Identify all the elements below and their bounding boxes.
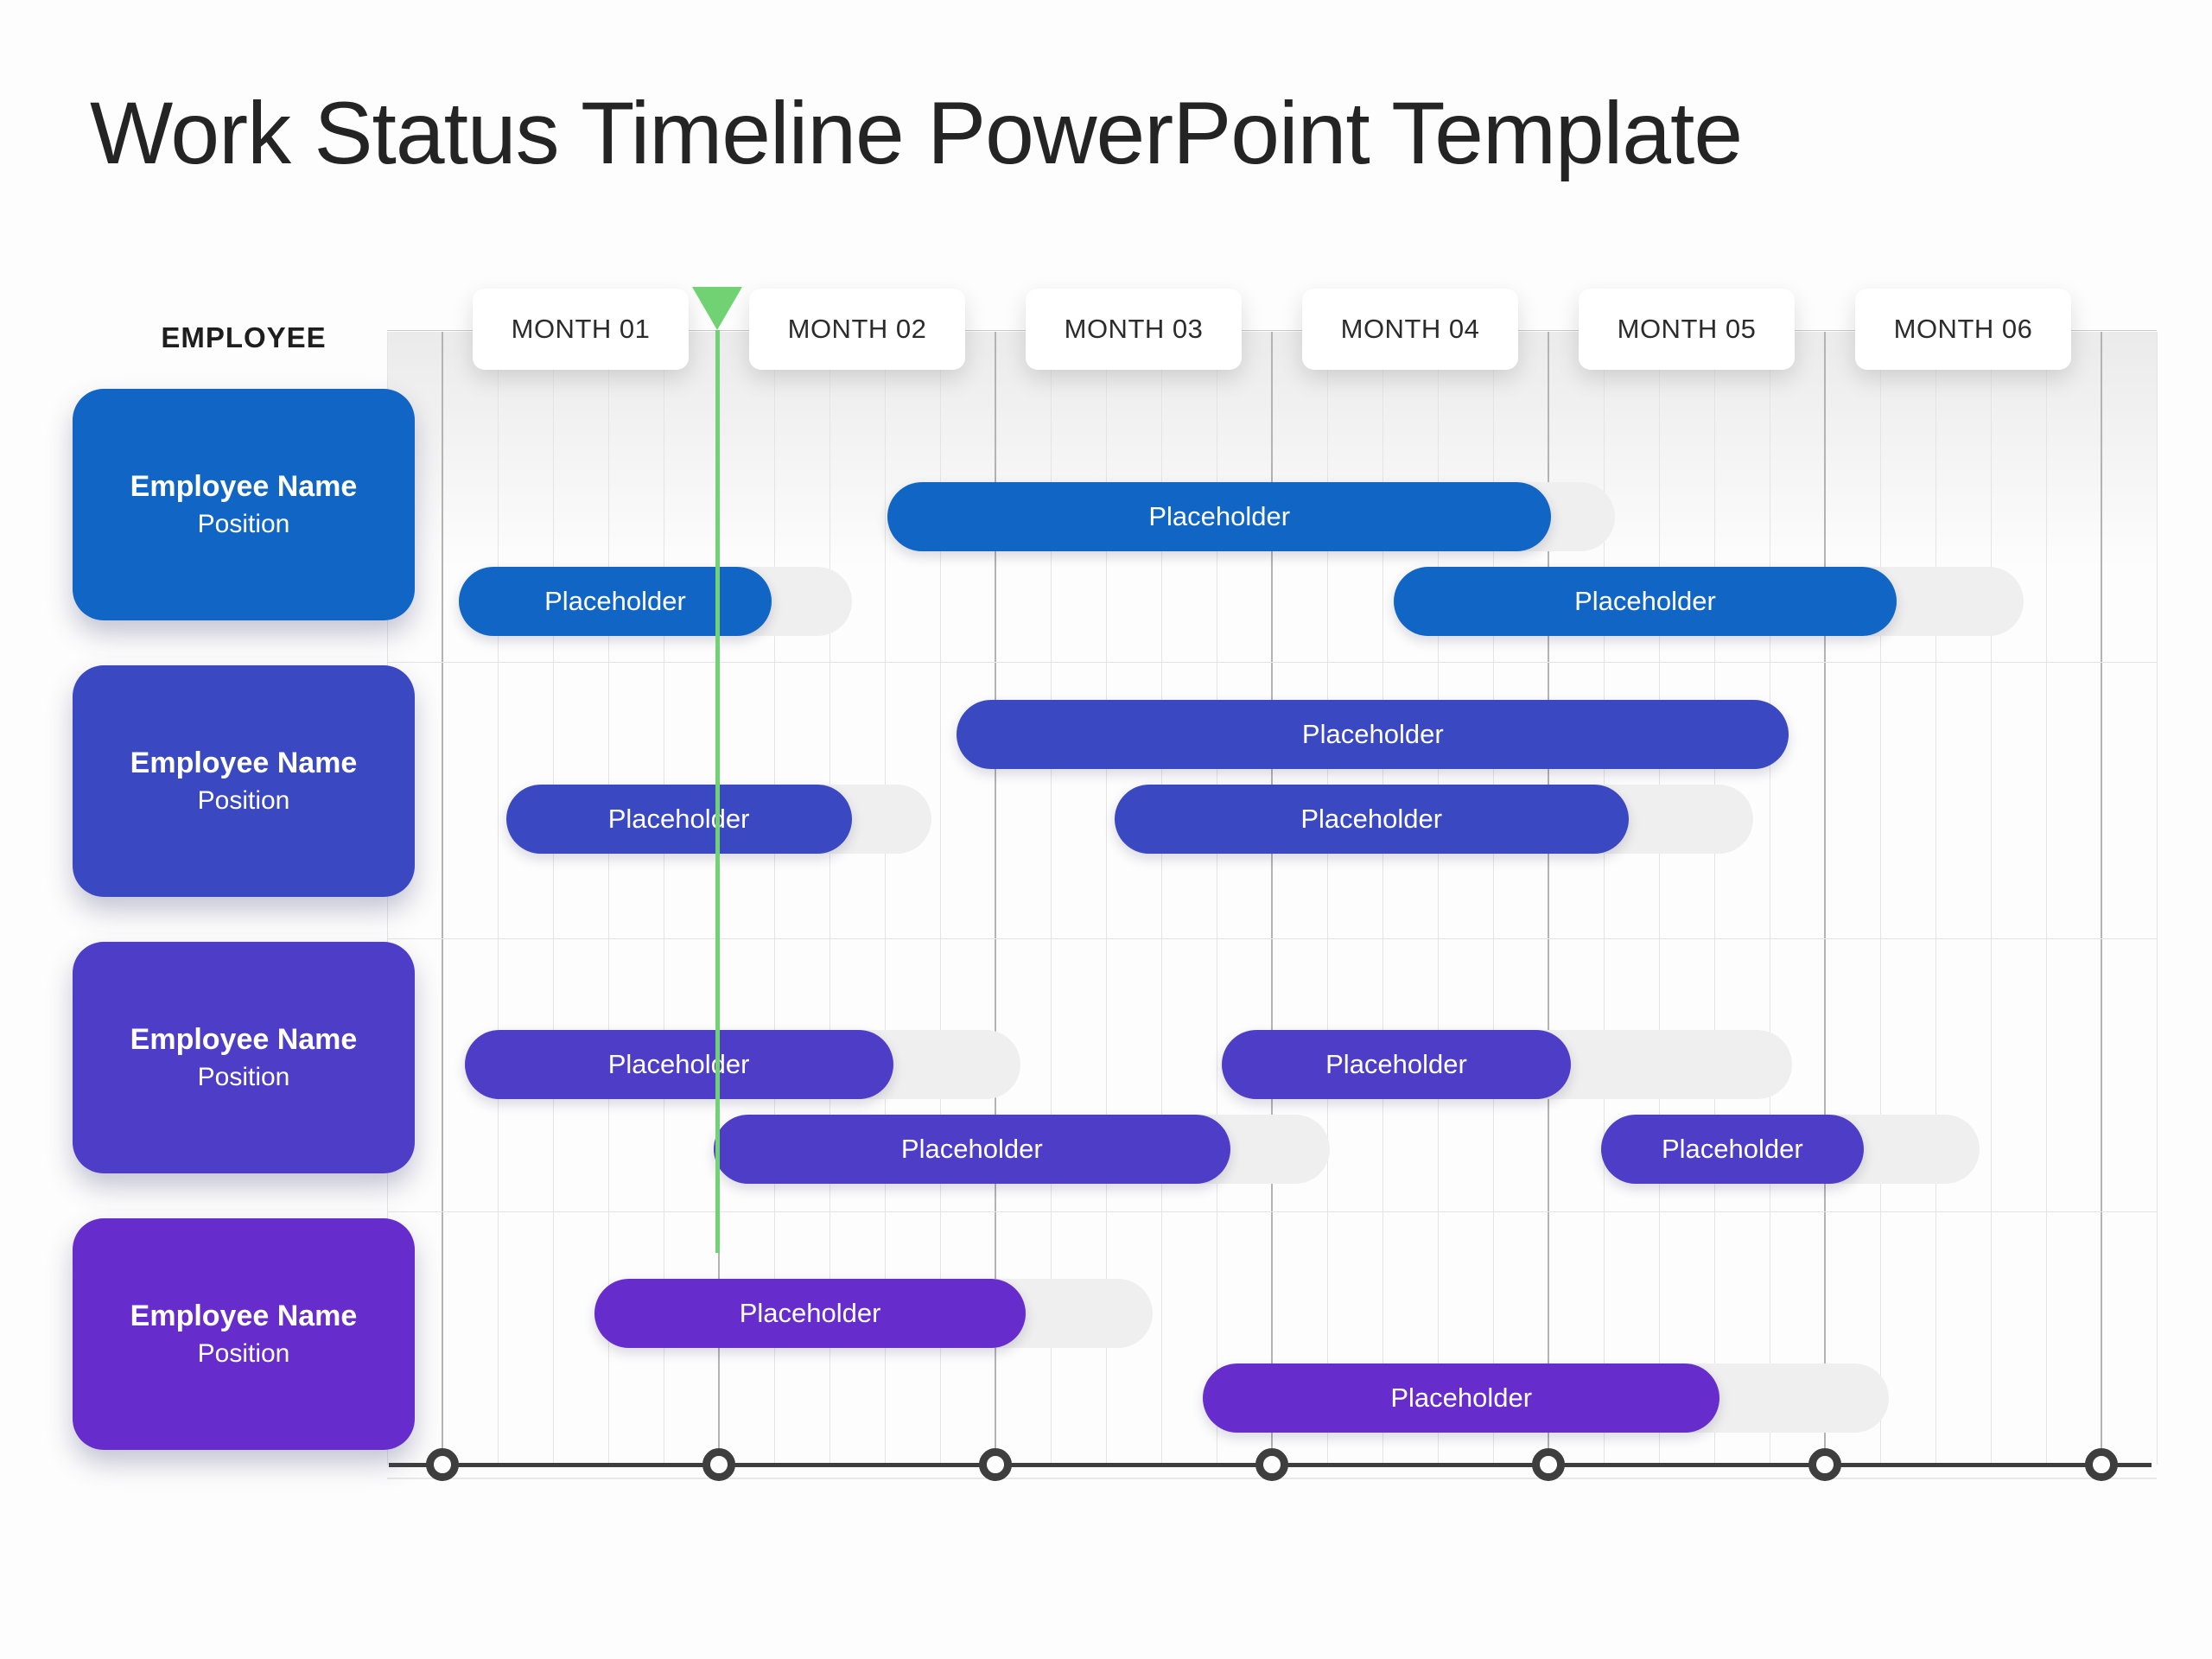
minor-gridline	[1659, 332, 1660, 1465]
task-bar-label: Placeholder	[739, 1298, 881, 1328]
minor-gridline	[1327, 332, 1328, 1465]
employee-position: Position	[197, 509, 290, 538]
minor-gridline	[774, 332, 775, 1465]
task-bar-label: Placeholder	[1325, 1049, 1467, 1079]
minor-gridline	[1161, 332, 1162, 1465]
month-boundary-gridline	[442, 332, 443, 1465]
minor-gridline	[1382, 332, 1383, 1465]
month-header-card: MONTH 06	[1855, 289, 2071, 370]
axis-month-dot	[1532, 1448, 1565, 1481]
minor-gridline	[387, 332, 388, 1465]
employee-name: Employee Name	[130, 746, 358, 779]
task-bar: Placeholder	[1203, 1363, 1720, 1433]
minor-gridline	[940, 332, 941, 1465]
employee-position: Position	[197, 1062, 290, 1091]
task-bar-label: Placeholder	[1300, 804, 1443, 834]
employee-name: Employee Name	[130, 1022, 358, 1056]
task-bar: Placeholder	[505, 785, 852, 854]
task-bar: Placeholder	[1222, 1030, 1571, 1099]
month-header-card: MONTH 04	[1302, 289, 1518, 370]
minor-gridline	[1991, 332, 1992, 1465]
row-divider-line	[387, 1211, 2157, 1212]
current-date-marker-line	[715, 330, 720, 1253]
minor-gridline	[553, 332, 554, 1465]
month-header-card: MONTH 01	[473, 289, 689, 370]
month-header-label: MONTH 05	[1617, 314, 1757, 344]
task-bar-label: Placeholder	[1661, 1134, 1803, 1164]
employee-column-header: EMPLOYEE	[161, 321, 327, 353]
row-divider-line	[387, 662, 2157, 663]
month-header-card: MONTH 05	[1579, 289, 1795, 370]
minor-gridline	[608, 332, 609, 1465]
month-boundary-gridline	[2101, 332, 2102, 1465]
task-bar: Placeholder	[459, 567, 772, 636]
minor-gridline	[1880, 332, 1881, 1465]
task-bar: Placeholder	[713, 1115, 1230, 1184]
task-bar-label: Placeholder	[607, 1049, 750, 1079]
task-bar-label: Placeholder	[1574, 586, 1716, 616]
row-divider-line	[387, 938, 2157, 939]
month-header-label: MONTH 01	[511, 314, 651, 344]
month-header-label: MONTH 02	[787, 314, 927, 344]
task-bar: Placeholder	[594, 1279, 1027, 1348]
axis-month-dot	[426, 1448, 459, 1481]
month-header-card: MONTH 03	[1026, 289, 1242, 370]
axis-month-dot	[979, 1448, 1012, 1481]
employee-position: Position	[197, 1338, 290, 1368]
axis-month-dot	[2085, 1448, 2118, 1481]
minor-gridline	[885, 332, 886, 1465]
month-header-label: MONTH 06	[1893, 314, 2033, 344]
employee-name: Employee Name	[130, 1299, 358, 1332]
month-header-label: MONTH 04	[1340, 314, 1480, 344]
header-rule-line	[387, 330, 2157, 331]
minor-gridline	[1051, 332, 1052, 1465]
month-header-label: MONTH 03	[1064, 314, 1204, 344]
current-date-marker-triangle	[692, 287, 742, 330]
task-bar: Placeholder	[1393, 567, 1897, 636]
task-bar-label: Placeholder	[1301, 719, 1444, 749]
month-boundary-gridline	[995, 332, 996, 1465]
month-boundary-gridline	[1824, 332, 1826, 1465]
month-boundary-gridline	[1271, 332, 1273, 1465]
minor-gridline	[1438, 332, 1439, 1465]
minor-gridline	[2157, 332, 2158, 1465]
task-bar-label: Placeholder	[544, 586, 686, 616]
task-bar: Placeholder	[887, 482, 1552, 551]
axis-month-dot	[1255, 1448, 1288, 1481]
page-title: Work Status Timeline PowerPoint Template	[90, 84, 1743, 182]
axis-month-dot	[702, 1448, 735, 1481]
task-bar: Placeholder	[464, 1030, 893, 1099]
axis-month-dot	[1808, 1448, 1841, 1481]
task-bar: Placeholder	[957, 700, 1789, 769]
task-bar-label: Placeholder	[1390, 1382, 1533, 1413]
minor-gridline	[2046, 332, 2047, 1465]
minor-gridline	[1106, 332, 1107, 1465]
task-bar-label: Placeholder	[607, 804, 750, 834]
minor-gridline	[1604, 332, 1605, 1465]
task-bar: Placeholder	[1114, 785, 1629, 854]
task-bar: Placeholder	[1600, 1115, 1864, 1184]
minor-gridline	[498, 332, 499, 1465]
minor-gridline	[1714, 332, 1715, 1465]
task-bar-label: Placeholder	[1148, 501, 1291, 531]
task-bar-label: Placeholder	[900, 1134, 1043, 1164]
employee-name: Employee Name	[130, 469, 358, 503]
minor-gridline	[1493, 332, 1494, 1465]
month-boundary-gridline	[1548, 332, 1549, 1465]
employee-position: Position	[197, 785, 290, 815]
month-header-card: MONTH 02	[749, 289, 965, 370]
